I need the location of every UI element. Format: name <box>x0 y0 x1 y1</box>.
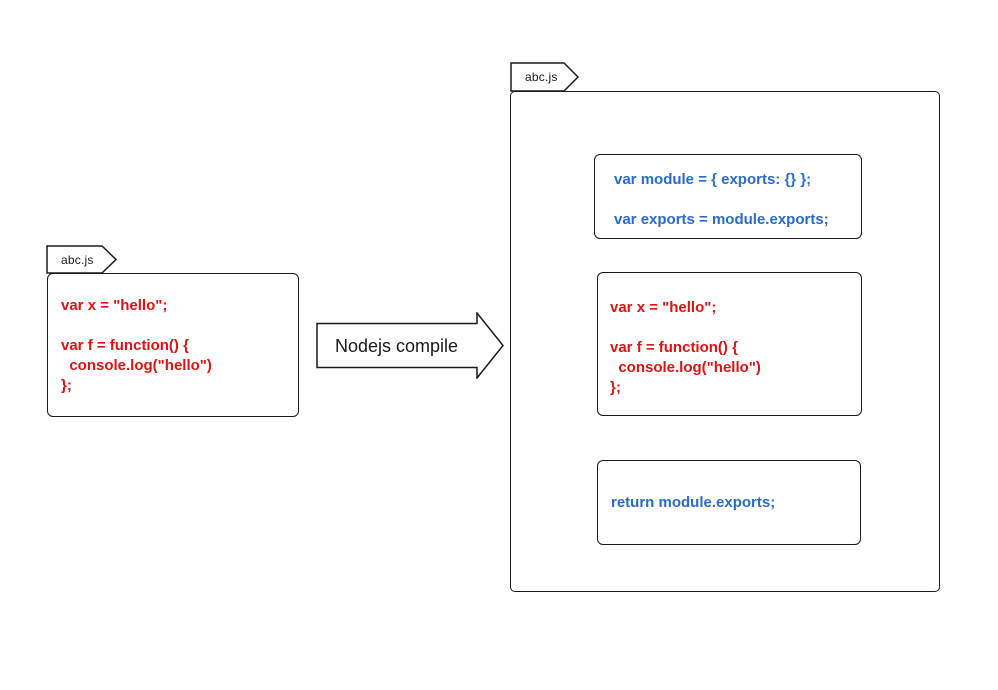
module-user-code-box: var x = "hello"; var f = function() { co… <box>597 272 862 416</box>
compiled-module-tab: abc.js <box>510 62 579 92</box>
module-return-box: return module.exports; <box>597 460 861 545</box>
tab-shape <box>46 245 117 274</box>
tab-shape <box>510 62 579 92</box>
module-header-box: var module = { exports: {} }; var export… <box>594 154 862 239</box>
source-code-box: var x = "hello"; var f = function() { co… <box>47 273 299 417</box>
source-code-text: var x = "hello"; var f = function() { co… <box>61 297 212 394</box>
compile-arrow-shape <box>316 312 504 379</box>
module-return-code: return module.exports; <box>611 493 776 511</box>
module-header-code: var module = { exports: {} }; var export… <box>614 171 829 228</box>
compile-arrow-label: Nodejs compile <box>334 335 459 356</box>
module-user-code: var x = "hello"; var f = function() { co… <box>610 299 761 396</box>
source-file-tab: abc.js <box>46 245 117 274</box>
source-file-tab-label: abc.js <box>61 252 94 267</box>
compiled-module-tab-label: abc.js <box>525 70 558 84</box>
compile-arrow <box>316 312 505 379</box>
